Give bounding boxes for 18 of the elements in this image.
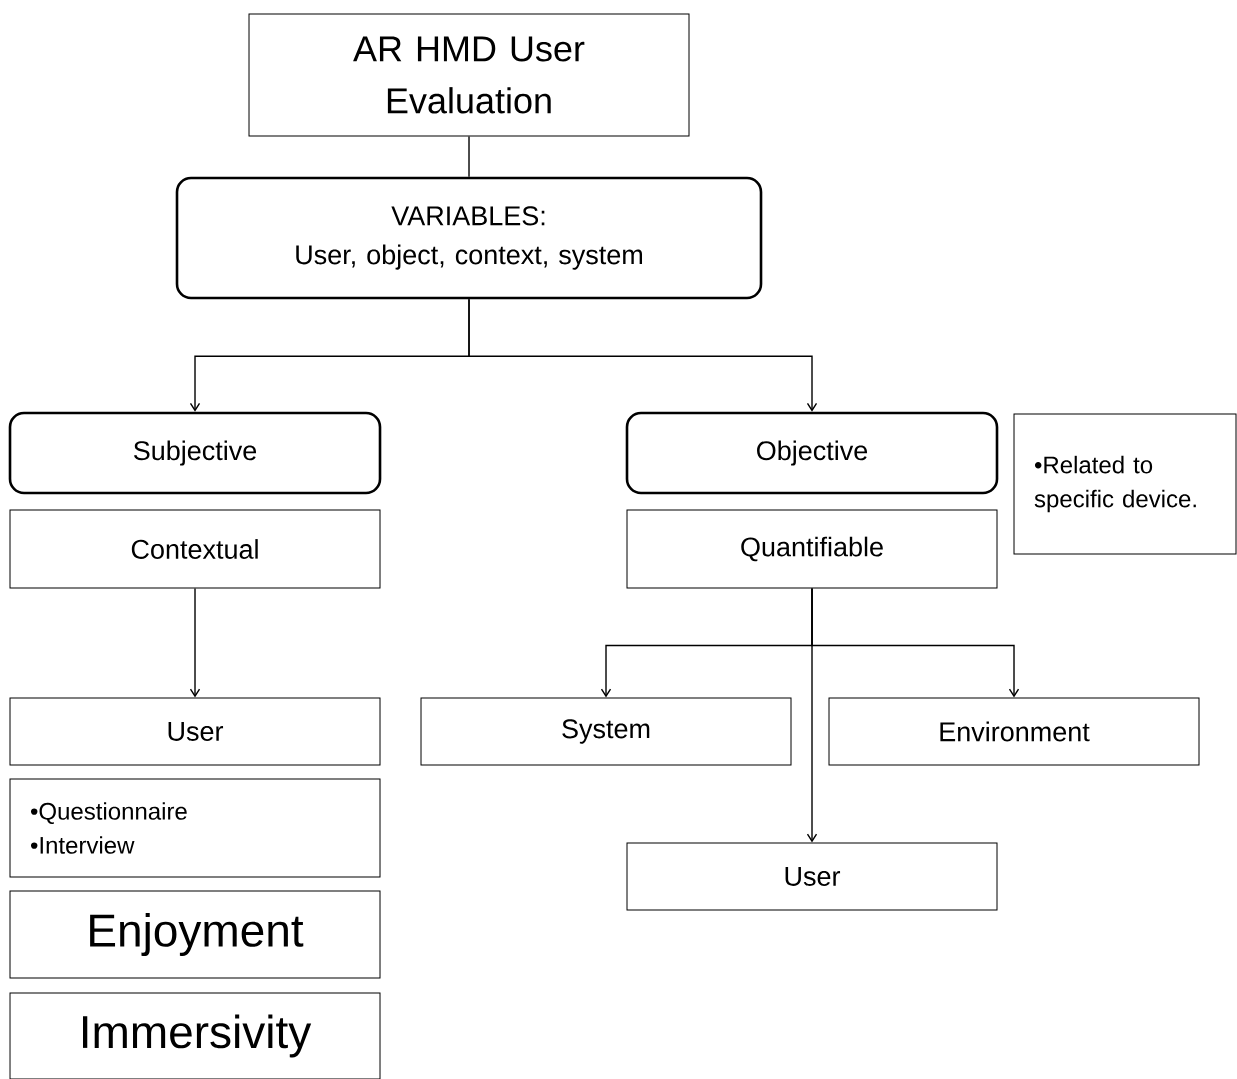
- arrow: [189, 587, 201, 698]
- category-box: Subjective: [8, 411, 382, 495]
- process-box: Contextual: [9, 509, 381, 589]
- process-box: Enjoyment: [9, 890, 381, 979]
- arrow: [806, 587, 818, 843]
- connector-line: [468, 135, 470, 178]
- title-box: AR HMD User Evaluation: [248, 13, 690, 137]
- process-box: Environment: [828, 697, 1200, 766]
- note-box: •Related to specific device.: [1013, 413, 1237, 555]
- category-box: Objective: [625, 411, 999, 495]
- process-box: System: [420, 697, 792, 766]
- process-box: Immersivity: [9, 992, 381, 1079]
- process-box: User: [9, 697, 381, 766]
- list-box: •Questionnaire •Interview: [9, 778, 381, 878]
- process-box: Quantifiable: [626, 509, 998, 589]
- arrow: [468, 298, 818, 412]
- process-box: User: [626, 842, 998, 911]
- variables-box: VARIABLES: User, object, context, system: [175, 176, 763, 300]
